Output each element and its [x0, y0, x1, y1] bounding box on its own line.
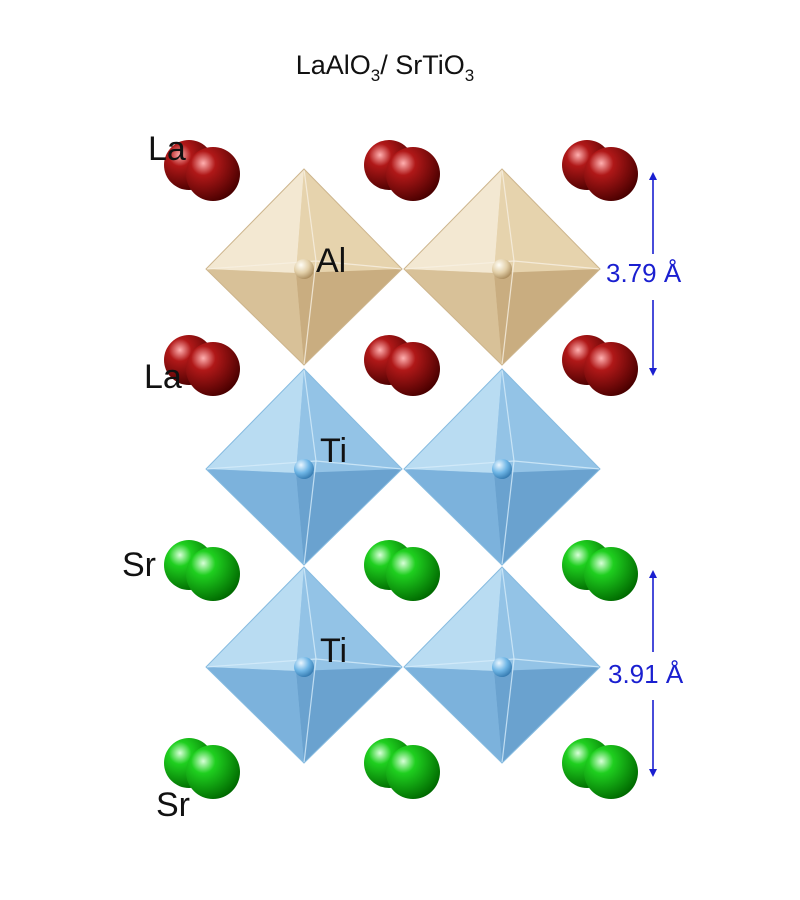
sr-atom-pair-4-2 [364, 738, 440, 799]
label-sr-middle: Sr [122, 546, 156, 584]
octahedron-edge [205, 260, 403, 270]
al-atom [294, 259, 314, 279]
octahedra-layer [205, 168, 601, 764]
ti-atom [492, 459, 512, 479]
octahedron-face [296, 269, 402, 365]
octahedron-edge [205, 658, 403, 668]
sr-atom [386, 745, 440, 799]
octahedron-face [494, 269, 600, 365]
octahedron-edge [403, 658, 601, 668]
sr-atom [386, 547, 440, 601]
sr-atom [186, 745, 240, 799]
la-atom-pair-2-1 [164, 335, 240, 396]
ti-atom [294, 459, 314, 479]
label-sr-bottom: Sr [156, 786, 190, 824]
octahedron-face [296, 469, 402, 565]
octahedron-face [494, 667, 600, 763]
ti-atom [492, 657, 512, 677]
octahedron-edge [403, 566, 601, 764]
octahedron-ti-6 [403, 566, 601, 764]
la-atom [186, 147, 240, 201]
octahedron-face [404, 567, 502, 671]
atoms-layer [164, 140, 638, 799]
sr-atom [186, 547, 240, 601]
octahedron-ti-5 [205, 566, 403, 764]
la-atom [386, 147, 440, 201]
octahedron-face [206, 169, 304, 273]
la-atom-pair-1-1 [164, 140, 240, 201]
la-atom [186, 342, 240, 396]
octahedron-edge [205, 460, 403, 470]
octahedron-ti-3 [205, 368, 403, 566]
diagram-title: LaAlO3/ SrTiO3 [295, 50, 475, 85]
spacing-label-lower: 3.91 Å [608, 659, 684, 689]
sr-atom-pair-3-3 [562, 540, 638, 601]
octahedron-edge [205, 168, 403, 366]
octahedron-al-1 [205, 168, 403, 366]
octahedron-face [296, 567, 402, 671]
la-atom [386, 342, 440, 396]
octahedron-face [494, 369, 600, 473]
label-al: Al [316, 242, 347, 280]
octahedron-face [296, 369, 402, 473]
octahedron-edge [403, 168, 601, 366]
octahedron-edge [403, 260, 601, 270]
octahedron-face [494, 169, 600, 273]
la-atom-pair-2-3 [562, 335, 638, 396]
sr-atom-pair-4-3 [562, 738, 638, 799]
sr-atom-pair-3-1 [164, 540, 240, 601]
octahedron-ti-4 [403, 368, 601, 566]
ti-atom [294, 657, 314, 677]
octahedron-edge [403, 368, 601, 566]
octahedron-face [494, 567, 600, 671]
octahedron-face [206, 369, 304, 473]
octahedron-face [404, 169, 502, 273]
sr-atom [584, 745, 638, 799]
la-atom-pair-2-2 [364, 335, 440, 396]
octahedron-al-2 [403, 168, 601, 366]
label-ti-upper: Ti [320, 432, 348, 470]
octahedron-face [296, 169, 402, 273]
octahedron-face [206, 567, 304, 671]
octahedron-face [494, 469, 600, 565]
spacing-label-upper: 3.79 Å [606, 258, 682, 288]
label-la-top: La [148, 130, 186, 168]
sr-atom-pair-3-2 [364, 540, 440, 601]
sr-atom [584, 547, 638, 601]
label-ti-lower: Ti [320, 632, 348, 670]
la-atom [584, 147, 638, 201]
sr-atom-pair-4-1 [164, 738, 240, 799]
al-atom [492, 259, 512, 279]
la-atom-pair-1-3 [562, 140, 638, 201]
octahedron-face [296, 667, 402, 763]
octahedron-edge [403, 460, 601, 470]
label-la-bottom: La [144, 358, 182, 396]
la-atom [584, 342, 638, 396]
la-atom-pair-1-2 [364, 140, 440, 201]
octahedron-edge [205, 566, 403, 764]
octahedron-face [404, 369, 502, 473]
octahedron-edge [205, 368, 403, 566]
